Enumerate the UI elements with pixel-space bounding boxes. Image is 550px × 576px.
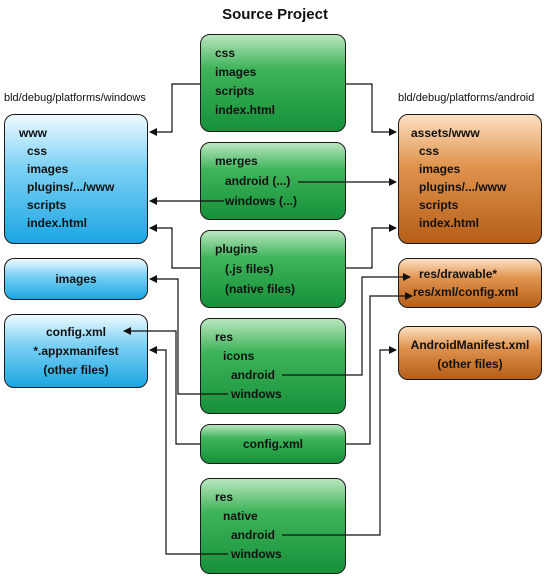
android-assets-item: images [419, 162, 461, 176]
source-merges-android: android (...) [225, 174, 291, 188]
arrow-plugins-to-android [346, 224, 397, 269]
windows-www-box: www css images plugins/.../www scripts i… [4, 114, 148, 244]
source-res-icons-box: res icons android windows [200, 318, 346, 414]
windows-config-item: config.xml [45, 325, 106, 339]
windows-images-label: images [55, 272, 97, 286]
source-www-item: scripts [215, 84, 255, 98]
arrow-www-to-android [346, 83, 397, 136]
android-assets-item: scripts [419, 198, 459, 212]
source-res-icons: icons [223, 349, 255, 363]
windows-config-item: (other files) [43, 363, 109, 377]
source-plugins-title: plugins [215, 242, 258, 256]
source-res-native-box: res native android windows [200, 478, 346, 574]
android-assets-item: plugins/.../www [419, 180, 507, 194]
source-res-icons-windows: windows [231, 387, 282, 401]
source-merges-box: merges android (...) windows (...) [200, 142, 346, 220]
android-res-config: res/xml/config.xml [413, 285, 519, 299]
windows-config-item: *.appxmanifest [33, 344, 119, 358]
source-www-item: index.html [215, 103, 276, 117]
android-assets-item: css [419, 144, 440, 158]
source-www-item: css [215, 46, 236, 60]
windows-www-item: plugins/.../www [27, 180, 115, 194]
android-assets-item: index.html [419, 216, 480, 230]
source-plugins-js: (.js files) [225, 262, 274, 276]
arrow-plugins-to-windows [149, 224, 200, 269]
windows-config-box: config.xml *.appxmanifest (other files) [4, 314, 148, 388]
android-manifest-item: AndroidManifest.xml [410, 338, 530, 352]
android-manifest-item: (other files) [437, 357, 503, 371]
source-res2-native-windows: windows [231, 547, 282, 561]
source-res-icons-android: android [231, 368, 275, 382]
android-res-drawable: res/drawable* [419, 267, 498, 281]
windows-platform-label: bld/debug/platforms/windows [4, 92, 146, 104]
source-plugins-native: (native files) [225, 282, 296, 296]
windows-www-item: index.html [27, 216, 88, 230]
source-www-box: css images scripts index.html [200, 34, 346, 132]
source-www-item: images [215, 65, 257, 79]
android-res-box: res/drawable* res/xml/config.xml [398, 258, 542, 308]
windows-www-item: images [27, 162, 69, 176]
source-merges-windows: windows (...) [225, 194, 297, 208]
android-assets-item: assets/www [411, 126, 480, 140]
windows-www-item: css [27, 144, 48, 158]
source-merges-title: merges [215, 154, 258, 168]
source-res-title: res [215, 330, 234, 344]
arrow-www-to-windows [149, 83, 200, 136]
android-manifest-box: AndroidManifest.xml (other files) [398, 326, 542, 380]
source-res2-native: native [223, 509, 258, 523]
diagram-title: Source Project [222, 6, 328, 23]
source-config-label: config.xml [242, 437, 303, 451]
source-res2-title: res [215, 490, 234, 504]
windows-www-item: www [19, 126, 48, 140]
source-res2-native-android: android [231, 528, 275, 542]
windows-images-box: images [4, 258, 148, 300]
source-plugins-box: plugins (.js files) (native files) [200, 230, 346, 308]
android-platform-label: bld/debug/platforms/android [398, 92, 535, 104]
source-config-box: config.xml [200, 424, 346, 464]
windows-www-item: scripts [27, 198, 67, 212]
android-assets-box: assets/www css images plugins/.../www sc… [398, 114, 542, 244]
